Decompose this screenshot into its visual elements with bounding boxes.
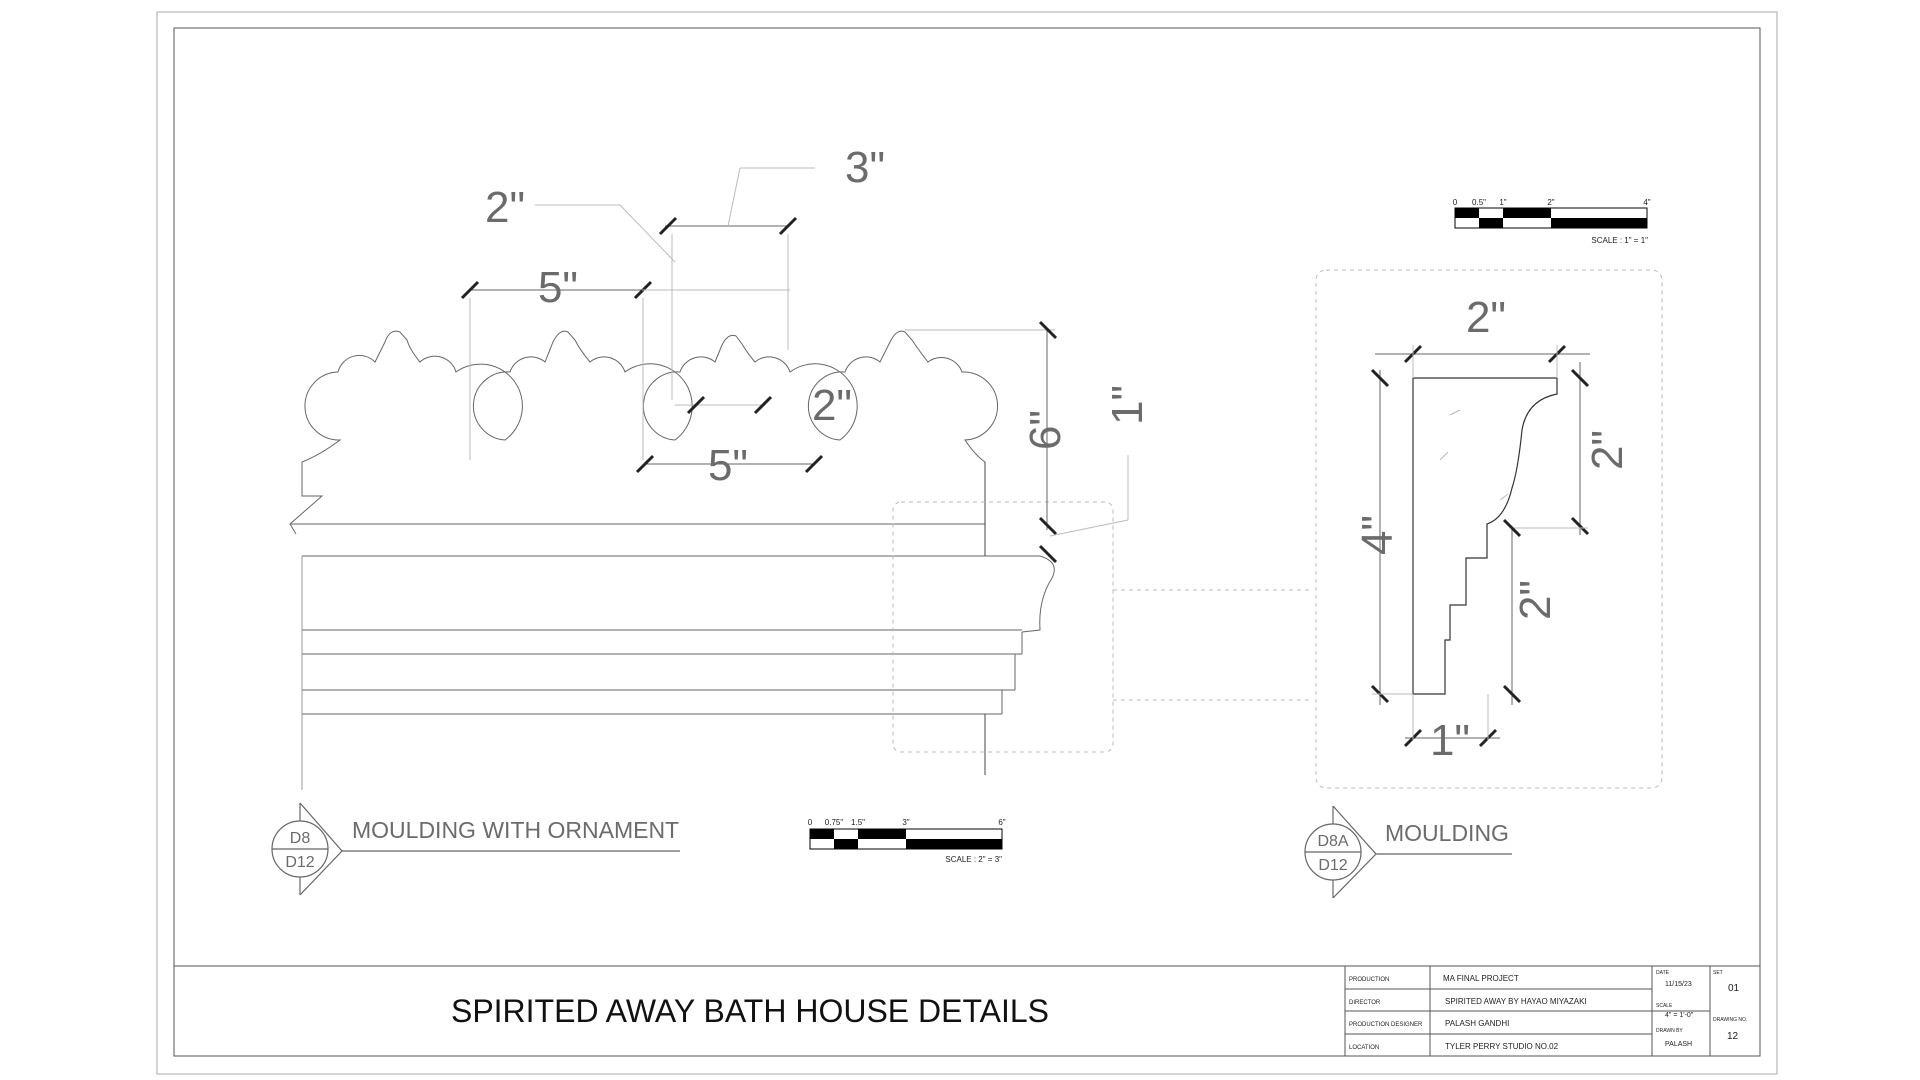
tb-value: SPIRITED AWAY BY HAYAO MIYAZAKI <box>1445 997 1587 1006</box>
tick <box>778 216 798 236</box>
tick <box>1038 320 1058 340</box>
moulding-detail-tag: D8A D12 MOULDING <box>1304 805 1512 899</box>
scale-tick-label: 1" <box>1499 198 1506 207</box>
scale-seg <box>906 839 1002 849</box>
tick <box>804 454 824 474</box>
moulding-inner <box>1439 409 1509 501</box>
scale-seg <box>810 829 834 839</box>
scale-tick-label: 4" <box>1643 198 1650 207</box>
dim-label: 2" <box>1466 293 1506 342</box>
moulding-profile <box>1412 377 1558 695</box>
leader-1b <box>1049 519 1129 537</box>
cornice-cove <box>1021 555 1055 633</box>
tb-label: DATE <box>1656 970 1670 976</box>
tag-bottom: D12 <box>1318 857 1347 874</box>
dim-label: 5" <box>708 441 748 490</box>
tick <box>1038 544 1058 564</box>
detail-title: MOULDING WITH ORNAMENT <box>352 817 679 843</box>
leader-3b <box>727 167 741 227</box>
tb-value: MA FINAL PROJECT <box>1443 974 1519 983</box>
dim-label: 3" <box>845 143 885 192</box>
tag-top: D8A <box>1317 833 1348 850</box>
tick <box>1038 516 1058 536</box>
ornament-detail <box>289 330 1312 790</box>
ornament-dimension-labels: 2" 3" 5" 2" 5" 6" 1" <box>485 143 1152 490</box>
scale-tick-label: 6" <box>998 818 1005 827</box>
dim-label: 2" <box>812 381 852 430</box>
tick <box>460 280 480 300</box>
tb-value: 11/15/23 <box>1665 981 1692 988</box>
tag-top: D8 <box>290 830 311 847</box>
tb-value: TYLER PERRY STUDIO NO.02 <box>1445 1042 1559 1051</box>
inner-border <box>173 27 1761 1057</box>
outer-border <box>156 11 1778 1075</box>
tick <box>635 454 655 474</box>
moulding-detail <box>1315 269 1663 789</box>
tick <box>658 216 678 236</box>
dim-label: 1" <box>1430 716 1470 765</box>
tick <box>1370 368 1390 388</box>
scale-seg <box>1551 218 1647 228</box>
sheet-title: SPIRITED AWAY BATH HOUSE DETAILS <box>451 993 1049 1029</box>
dim-label: 1" <box>1103 385 1152 425</box>
scale-caption: SCALE : 2" = 3" <box>945 855 1002 864</box>
tb-value: 4" = 1'-0" <box>1665 1012 1694 1019</box>
scale-tick-label: 0 <box>1453 198 1458 207</box>
tick <box>1570 368 1590 388</box>
ornament-left-break <box>289 462 324 535</box>
tb-value: PALASH <box>1665 1041 1692 1048</box>
dim-label: 2" <box>1583 430 1632 470</box>
moulding-dimension-labels: 2" 4" 2" 2" 1" <box>1353 293 1632 765</box>
scale-seg <box>1479 218 1503 228</box>
tb-value: PALASH GANDHI <box>1445 1019 1509 1028</box>
scale-seg <box>858 829 906 839</box>
title-block <box>1344 966 1711 1056</box>
scale-tick-label: 1.5" <box>851 818 865 827</box>
scale-seg <box>1455 208 1479 218</box>
scale-bar-frame <box>809 828 1003 850</box>
moulding-dimensions <box>1370 344 1590 748</box>
scale-bar-frame <box>1454 207 1648 229</box>
tag-bottom: D12 <box>285 854 314 871</box>
dim-label: 6" <box>1021 410 1070 450</box>
tb-value: 12 <box>1727 1031 1739 1042</box>
scale-seg <box>834 839 858 849</box>
ornament-crest-outline <box>301 330 998 522</box>
tb-label: DRAWING NO. <box>1713 1017 1747 1023</box>
tb-label: SET <box>1713 970 1723 976</box>
tb-value: 01 <box>1728 983 1740 994</box>
tb-label: SCALE <box>1656 1003 1673 1009</box>
ornament-detail-tag: D8 D12 MOULDING WITH ORNAMENT <box>271 802 680 896</box>
scale-seg <box>1503 208 1551 218</box>
dim-label: 2" <box>1511 580 1560 620</box>
tick <box>1570 516 1590 536</box>
dim-label: 5" <box>538 263 578 312</box>
tick <box>686 395 706 415</box>
detail-title: MOULDING <box>1385 820 1509 846</box>
moulding-scale-bar: 0 0.5" 1" 2" 4" SCALE : 1" = 1" <box>1453 198 1651 245</box>
scale-tick-label: 2" <box>1547 198 1554 207</box>
title-block-text: PRODUCTION MA FINAL PROJECT DIRECTOR SPI… <box>1349 970 1747 1051</box>
dim-label: 2" <box>485 183 525 232</box>
moulding-callout-box <box>1315 269 1663 789</box>
tick <box>1502 684 1522 704</box>
tb-label: PRODUCTION DESIGNER <box>1349 1022 1423 1028</box>
tick <box>753 395 773 415</box>
leader-2top-b <box>619 204 676 263</box>
scale-caption: SCALE : 1" = 1" <box>1591 236 1648 245</box>
tb-label: DRAWN BY <box>1656 1028 1683 1034</box>
tb-label: LOCATION <box>1349 1045 1379 1051</box>
ornament-dimensions <box>460 167 1129 564</box>
tb-label: PRODUCTION <box>1349 977 1389 983</box>
scale-tick-label: 0.75" <box>825 818 844 827</box>
scale-tick-label: 0.5" <box>1472 198 1486 207</box>
ornament-scale-bar: 0 0.75" 1.5" 3" 6" SCALE : 2" = 3" <box>808 818 1006 864</box>
tick <box>1502 518 1522 538</box>
tb-label: DIRECTOR <box>1349 1000 1381 1006</box>
scale-tick-label: 3" <box>902 818 909 827</box>
dim-label: 4" <box>1353 515 1402 555</box>
scale-tick-label: 0 <box>808 818 813 827</box>
